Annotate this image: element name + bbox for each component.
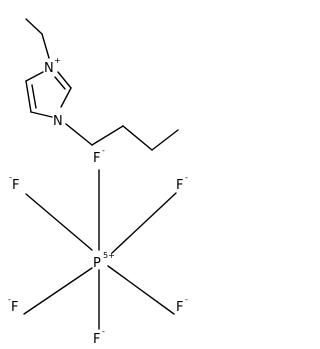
atom-n1-label: N [53, 114, 63, 129]
atom-f-upper-right-charge: - [185, 173, 188, 182]
ring-bond-n3-c4 [25, 71, 44, 82]
butyl-bond-c3-c4 [151, 129, 179, 151]
ring-bond-c2-n3-double [54, 76, 66, 90]
atom-f-lower-left-label: F [11, 300, 18, 315]
atom-n3-charge: + [54, 56, 61, 65]
chemical-structure: N + N P 5+ F - - F F - - F F - F - [8, 18, 188, 347]
atom-p-charge: 5+ [103, 251, 115, 260]
atom-p-label: P [93, 256, 101, 271]
ring-bond-c2-n3 [57, 71, 72, 89]
ring-bond-c4-c5 [25, 80, 32, 113]
butyl-bond-c2-c3 [122, 125, 153, 151]
atom-n3-label: N [44, 61, 54, 76]
ethyl-bond-n-ch2 [41, 33, 50, 59]
butyl-bond-n-c1 [65, 123, 93, 146]
pf-bond-upper-left [25, 193, 93, 251]
pf-bond-lower-right [107, 265, 175, 315]
atom-f-lower-right-charge: - [185, 295, 188, 304]
atom-f-lower-right-label: F [176, 300, 183, 315]
atom-f-lower-left-charge: - [8, 295, 11, 304]
hexafluorophosphate-anion: P 5+ F - - F F - - F F - F - [8, 146, 188, 347]
atom-f-bottom-charge: - [102, 327, 105, 336]
pf-bond-upper-right [111, 192, 177, 254]
atom-f-upper-right-label: F [176, 178, 183, 193]
butyl-bond-c1-c2 [91, 125, 124, 146]
pf-bond-lower-left [23, 267, 93, 315]
imidazolium-cation: N + N [25, 18, 179, 151]
atom-f-upper-left-label: F [12, 178, 19, 193]
atom-f-upper-left-charge: - [9, 173, 12, 182]
ring-bond-c4-c5-double [31, 84, 37, 109]
atom-f-bottom-label: F [93, 332, 100, 347]
structure-canvas: N + N P 5+ F - - F F - - F F - F - [8, 18, 188, 347]
ring-bond-c5-n1 [30, 111, 53, 118]
ring-bond-n1-c2 [60, 87, 72, 108]
ethyl-bond-ch2-ch3 [25, 18, 43, 35]
atom-f-top-label: F [93, 151, 100, 166]
atom-f-top-charge: - [102, 146, 105, 155]
